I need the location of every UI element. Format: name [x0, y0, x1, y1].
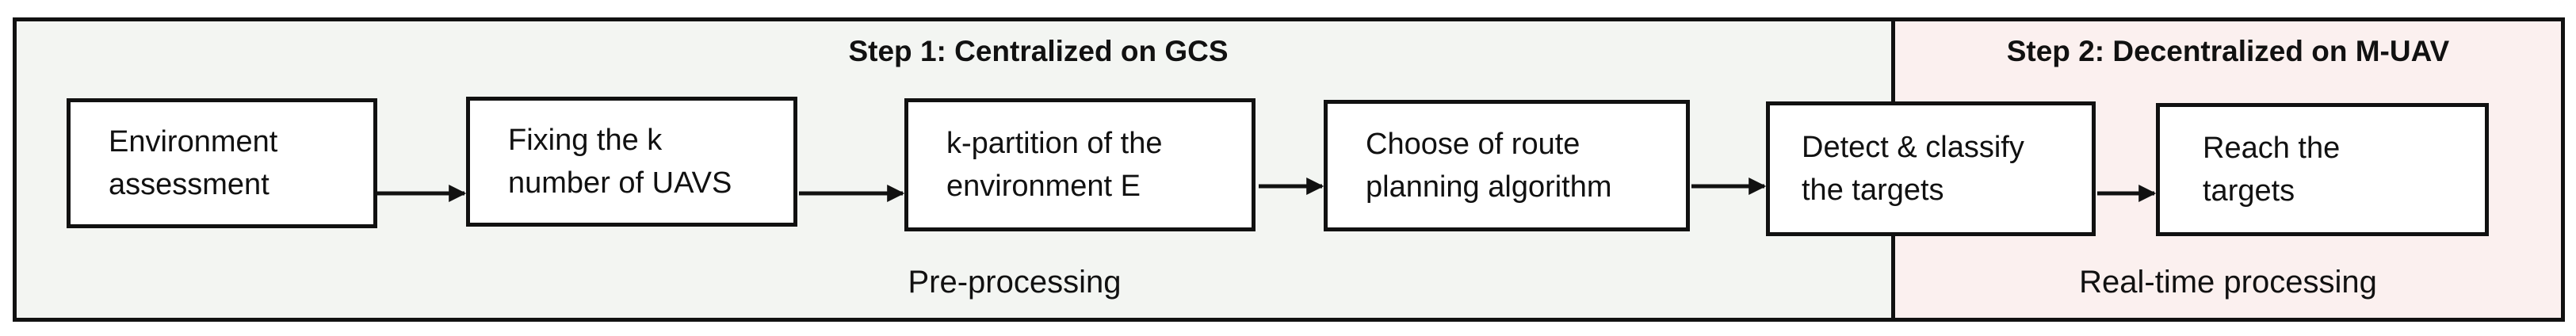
box-label: k-partition of the environment E: [946, 127, 1163, 203]
detect-classify-box: Detect & classify the targets: [1766, 101, 2096, 236]
box-label: Reach the targets: [2203, 132, 2341, 208]
box-label: Detect & classify the targets: [1802, 131, 2024, 207]
reach-targets-box: Reach the targets: [2156, 103, 2489, 236]
environment-assessment-box: Environment assessment: [67, 98, 377, 228]
k-partition-box: k-partition of the environment E: [904, 98, 1256, 231]
step-2-phase-label: Real-time processing: [2079, 265, 2377, 300]
box-label: Fixing the k number of UAVS: [508, 124, 732, 200]
step-1-phase-label: Pre-processing: [908, 265, 1122, 300]
fixing-k-uavs-box: Fixing the k number of UAVS: [466, 97, 797, 227]
route-planning-box: Choose of route planning algorithm: [1324, 100, 1690, 231]
step-1-title: Step 1: Centralized on GCS: [848, 35, 1229, 67]
box-label: Environment assessment: [109, 125, 278, 201]
step-2-title: Step 2: Decentralized on M-UAV: [2006, 35, 2450, 67]
box-label: Choose of route planning algorithm: [1366, 128, 1612, 204]
